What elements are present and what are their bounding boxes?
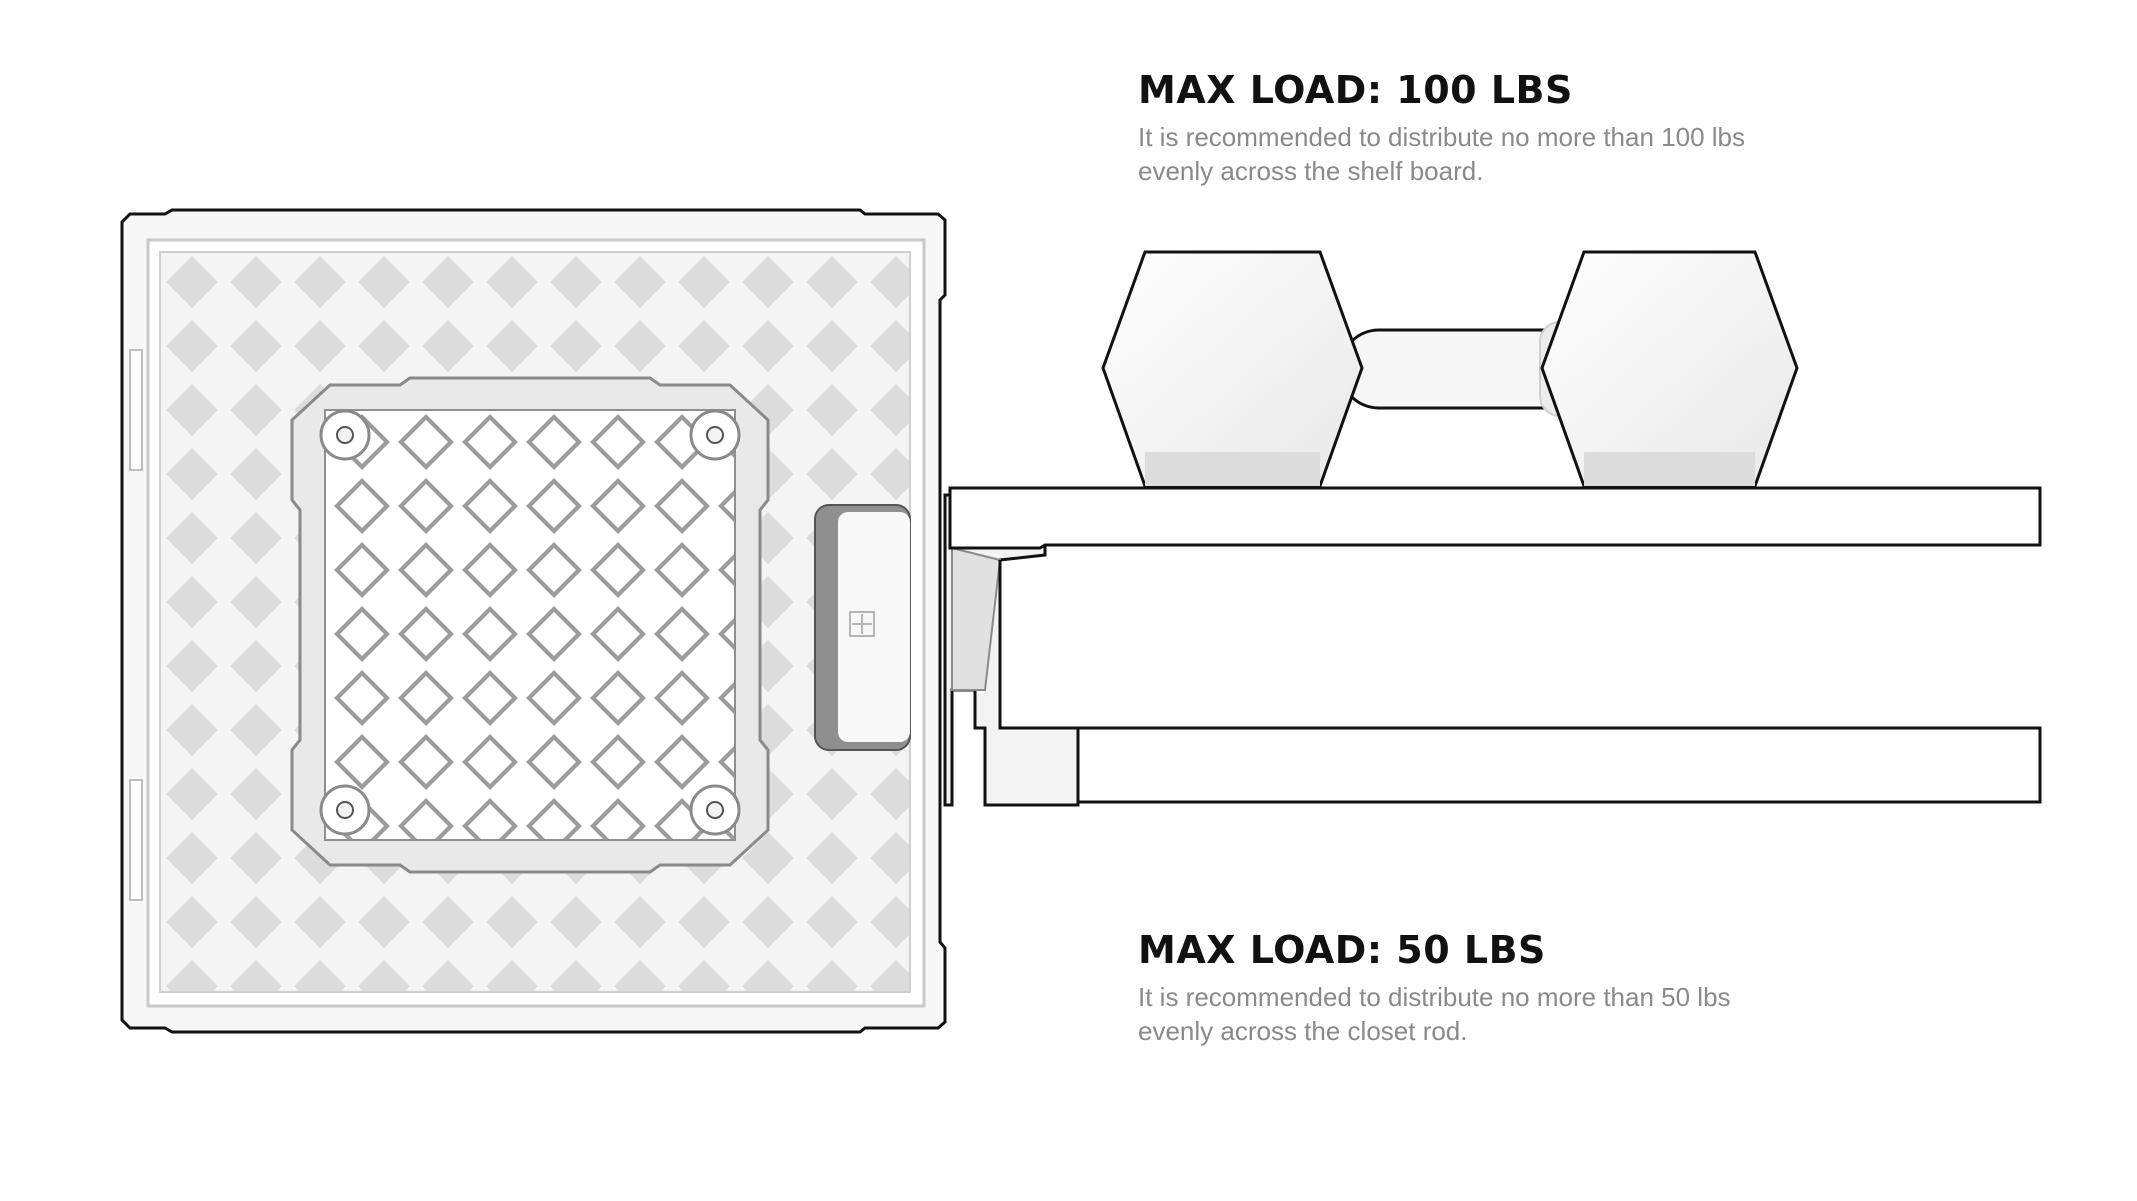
bracket-wedge [951, 546, 1002, 691]
closet-rod [1000, 726, 2042, 804]
shelf-load-callout: MAX LOAD: 100 LBS It is recommended to d… [1138, 68, 1778, 188]
screw-icon [319, 784, 371, 836]
dumbbell-bell-right [1540, 250, 1799, 488]
rod-load-callout: MAX LOAD: 50 LBS It is recommended to di… [1138, 928, 1778, 1048]
rod-load-title: MAX LOAD: 50 LBS [1138, 928, 1546, 972]
shelf-profile [943, 486, 2042, 807]
shelf-load-title: MAX LOAD: 100 LBS [1138, 68, 1573, 112]
rod-load-description: It is recommended to distribute no more … [1138, 981, 1731, 1046]
shelf-load-description: It is recommended to distribute no more … [1138, 121, 1745, 186]
shelf-board [948, 486, 2042, 550]
screw-icon [689, 409, 741, 461]
storage-panel [120, 208, 947, 1034]
left-edge-slot [129, 779, 143, 901]
left-edge-slot [129, 349, 143, 471]
screw-icon [319, 409, 371, 461]
dumbbell-bell-left [1101, 250, 1364, 488]
dumbbell-icon [1101, 250, 1799, 488]
mount-bracket-grid [324, 409, 736, 841]
plus-icon [849, 611, 875, 637]
screw-icon [689, 784, 741, 836]
